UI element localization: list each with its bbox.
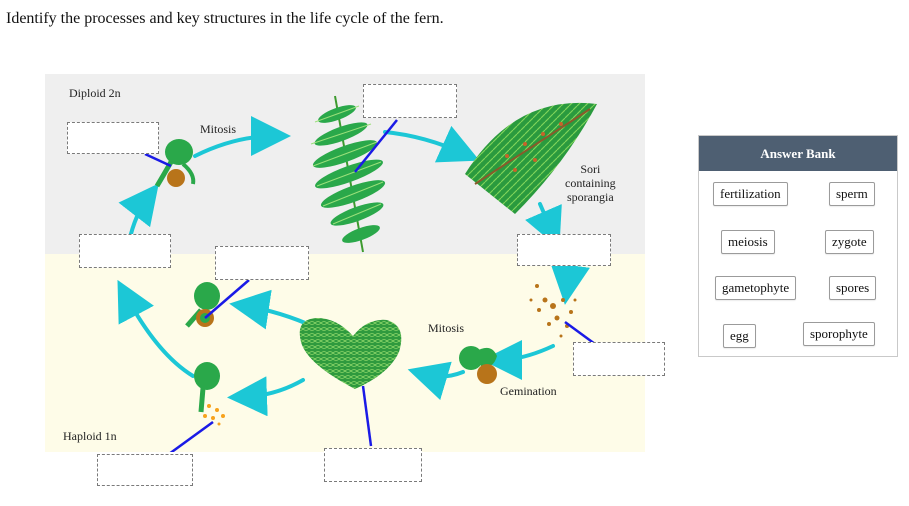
pointer-prothallus <box>361 385 373 447</box>
drop-target-zygote[interactable] <box>67 122 159 154</box>
sori-label-line-3: sporangia <box>567 190 614 204</box>
arrow-sporophyte-to-mature <box>383 125 480 163</box>
drop-target-gametophyte[interactable] <box>324 448 422 482</box>
chip-egg[interactable]: egg <box>723 324 756 348</box>
haploid-label: Haploid 1n <box>63 429 117 443</box>
sori-label: Sori containing sporangia <box>565 162 616 204</box>
germinating-spore <box>459 346 497 384</box>
answer-bank: Answer Bank fertilization sperm meiosis … <box>698 135 898 357</box>
mitosis-top-label: Mitosis <box>200 122 237 136</box>
spores-cluster <box>529 284 577 338</box>
mitosis-bottom-label: Mitosis <box>428 321 465 335</box>
arrow-spores-down <box>550 262 590 305</box>
answer-bank-title: Answer Bank <box>699 136 897 171</box>
question-text: Identify the processes and key structure… <box>6 10 444 27</box>
pointer-lines <box>144 119 596 452</box>
chip-sperm[interactable]: sperm <box>829 182 875 206</box>
cycle-arrows <box>117 116 590 417</box>
arrow-germination-to-prothallus <box>407 361 465 401</box>
fern-sporophyte <box>310 95 386 253</box>
chip-spores[interactable]: spores <box>829 276 877 300</box>
arrow-sori-down <box>525 202 562 249</box>
arrow-gametangia-to-fertilization <box>117 279 195 378</box>
chip-sporophyte[interactable]: sporophyte <box>803 322 875 346</box>
drop-target-egg[interactable] <box>215 246 309 280</box>
arrow-spores-to-germination <box>482 339 555 380</box>
arrow-prothallus-to-antheridium <box>227 376 305 417</box>
drop-target-sporophyte[interactable] <box>363 84 457 118</box>
drop-target-meiosis[interactable] <box>573 342 665 376</box>
pointer-sporophyte <box>354 119 398 173</box>
pointer-zygote <box>144 152 172 168</box>
drop-target-fertilization[interactable] <box>79 234 171 268</box>
chip-meiosis[interactable]: meiosis <box>721 230 775 254</box>
pointer-archegonium <box>204 279 250 319</box>
drop-target-spores[interactable] <box>517 234 611 266</box>
chip-zygote[interactable]: zygote <box>825 230 874 254</box>
diploid-label: Diploid 2n <box>69 86 121 100</box>
prothallus-heart <box>299 318 402 389</box>
chip-gametophyte[interactable]: gametophyte <box>715 276 797 300</box>
sori-label-line-1: Sori <box>580 162 601 176</box>
chip-fertilization[interactable]: fertilization <box>713 182 788 206</box>
diagram-artwork <box>45 74 645 452</box>
arrow-zygote-to-sporophyte <box>193 116 291 158</box>
germination-label: Gemination <box>500 384 557 398</box>
sori-label-line-2: containing <box>565 176 616 190</box>
antheridium-figure <box>194 362 225 426</box>
pointer-antheridium <box>169 420 214 452</box>
drop-target-sperm[interactable] <box>97 454 193 486</box>
mature-frond <box>465 102 597 214</box>
pointer-spores <box>564 320 596 346</box>
fern-life-cycle-diagram: Diploid 2n Haploid 1n Mitosis Mitosis So… <box>45 74 665 486</box>
